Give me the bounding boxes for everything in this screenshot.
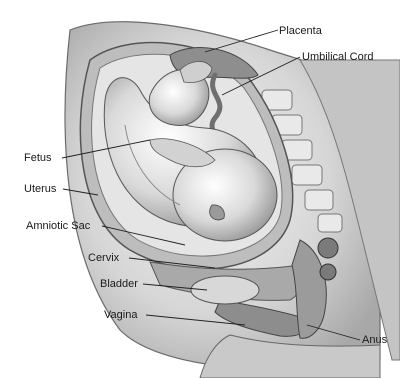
label-cervix: Cervix — [88, 252, 120, 264]
bladder-shape — [191, 276, 259, 304]
label-fetus: Fetus — [24, 152, 52, 164]
label-uterus: Uterus — [24, 183, 57, 195]
label-bladder: Bladder — [100, 278, 138, 290]
label-anus: Anus — [362, 334, 388, 346]
bowel-loop-shape-2 — [320, 264, 336, 280]
label-umbilical-cord: Umbilical Cord — [302, 51, 374, 63]
label-amniotic-sac: Amniotic Sac — [26, 220, 91, 232]
label-vagina: Vagina — [104, 309, 138, 321]
bowel-loop-shape — [318, 238, 338, 258]
label-placenta: Placenta — [279, 25, 323, 37]
